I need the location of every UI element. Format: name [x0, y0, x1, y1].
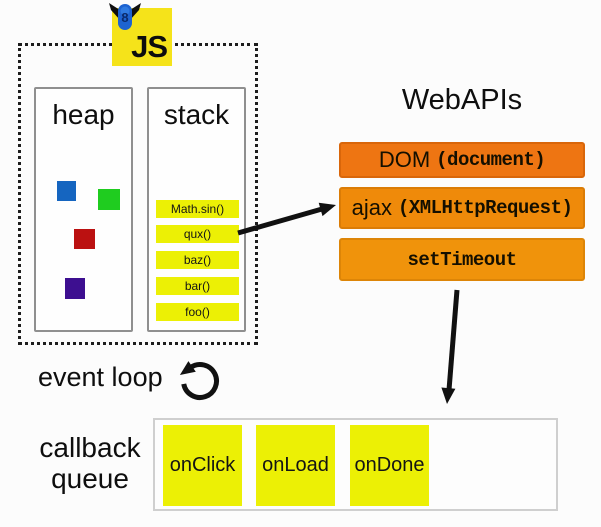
js-logo: JS	[112, 8, 172, 66]
v8-badge-number: 8	[121, 10, 128, 25]
api-box-dom: DOM (document)	[339, 142, 585, 178]
api-box-dom-name: DOM	[378, 147, 431, 172]
callback-item: onClick	[163, 425, 242, 506]
callback-queue-label-line2: queue	[51, 463, 129, 495]
callback-queue-label: callback queue	[25, 432, 155, 495]
callback-item: onDone	[350, 425, 429, 506]
stack-panel: stack Math.sin() qux() baz() bar() foo()	[147, 87, 246, 332]
stack-frame: baz()	[156, 251, 239, 269]
heap-object-blue	[57, 181, 76, 201]
stack-label: stack	[163, 99, 230, 130]
api-box-ajax-name: ajax	[351, 195, 392, 220]
event-loop-circular-arrow-icon	[179, 361, 219, 400]
heap-object-green	[98, 189, 120, 210]
heap-object-red	[74, 229, 95, 249]
stack-frame: foo()	[156, 303, 239, 321]
callback-item: onLoad	[256, 425, 335, 506]
webapis-title: WebAPIs	[401, 84, 523, 116]
heap-object-purple	[65, 278, 85, 299]
api-box-dom-code: (document)	[436, 149, 546, 171]
heap-panel: heap	[34, 87, 133, 332]
api-box-settimeout-code: setTimeout	[407, 248, 517, 271]
callback-queue-container: onClick onLoad onDone	[153, 418, 558, 511]
api-box-ajax-code: (XMLHttpRequest)	[397, 197, 573, 219]
stack-frame: qux()	[156, 225, 239, 243]
stack-frame: bar()	[156, 277, 239, 295]
stack-frame: Math.sin()	[156, 200, 239, 218]
v8-engine-bug-icon: 8	[109, 3, 141, 30]
api-box-settimeout: setTimeout	[339, 238, 585, 281]
settimeout-to-queue-arrow	[441, 289, 460, 404]
heap-label: heap	[52, 99, 115, 130]
api-box-ajax: ajax (XMLHttpRequest)	[339, 187, 585, 229]
js-logo-text: JS	[131, 29, 168, 64]
callback-queue-label-line1: callback	[39, 432, 141, 463]
event-loop-label: event loop	[38, 362, 163, 392]
